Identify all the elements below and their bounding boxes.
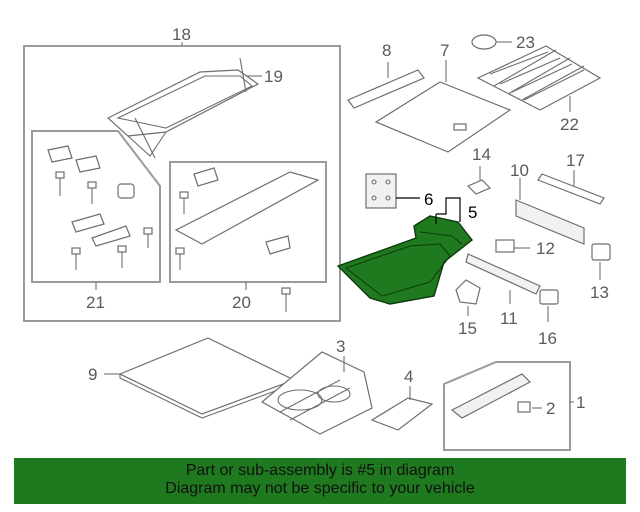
callout-16: 16 xyxy=(538,329,557,348)
bracket-parts-21 xyxy=(47,145,153,270)
cover-15 xyxy=(455,279,481,316)
callout-21: 21 xyxy=(86,293,105,312)
spare-tire-tub-3 xyxy=(260,351,373,435)
callout-12: 12 xyxy=(536,239,555,258)
callout-11: 11 xyxy=(500,309,518,328)
callout-10: 10 xyxy=(510,161,529,180)
sill-trim-10 xyxy=(515,178,585,245)
bolt-20 xyxy=(281,287,291,312)
hook-23 xyxy=(471,34,512,50)
trim-panel-1 xyxy=(450,373,542,419)
parts-diagram: 18 19 21 20 xyxy=(23,25,611,451)
callout-15: 15 xyxy=(458,319,477,338)
plug-12 xyxy=(495,239,530,253)
callout-3: 3 xyxy=(336,337,345,356)
assembly-1-box xyxy=(443,361,571,451)
callout-22: 22 xyxy=(560,115,579,134)
storage-tray-5-highlighted xyxy=(336,214,473,305)
trim-rail-8 xyxy=(347,62,425,109)
callout-1: 1 xyxy=(576,393,585,412)
assembly-21-box xyxy=(31,130,161,283)
clip-14 xyxy=(466,166,492,195)
callout-14: 14 xyxy=(472,145,491,164)
bumper-13 xyxy=(591,243,611,280)
footer-line-2: Diagram may not be specific to your vehi… xyxy=(165,480,475,497)
callout-20: 20 xyxy=(232,293,251,312)
cargo-net-22 xyxy=(476,45,602,112)
bracket-6 xyxy=(365,173,420,209)
callout-6: 6 xyxy=(424,190,433,209)
assembly-20-box xyxy=(169,161,327,283)
callout-9: 9 xyxy=(88,365,97,384)
callout-13: 13 xyxy=(590,283,609,302)
bumper-16 xyxy=(539,289,559,322)
sill-trim-11 xyxy=(465,253,541,304)
tonneau-cover xyxy=(106,57,260,159)
callout-4: 4 xyxy=(404,367,413,386)
bracket-4 xyxy=(370,386,434,431)
callout-8: 8 xyxy=(382,41,391,60)
callout-2: 2 xyxy=(546,399,555,418)
callout-19: 19 xyxy=(264,67,283,86)
callout-7: 7 xyxy=(440,41,449,60)
floor-board-7 xyxy=(374,60,512,153)
panel-parts-20 xyxy=(174,167,320,270)
callout-17: 17 xyxy=(566,151,585,170)
strip-17 xyxy=(537,170,605,205)
callout-5: 5 xyxy=(468,203,477,222)
callout-18: 18 xyxy=(172,25,191,44)
footer-banner: Part or sub-assembly is #5 in diagram Di… xyxy=(14,458,626,504)
footer-line-1: Part or sub-assembly is #5 in diagram xyxy=(185,462,455,479)
cargo-mat-9 xyxy=(104,337,296,419)
callout-23: 23 xyxy=(516,33,535,52)
